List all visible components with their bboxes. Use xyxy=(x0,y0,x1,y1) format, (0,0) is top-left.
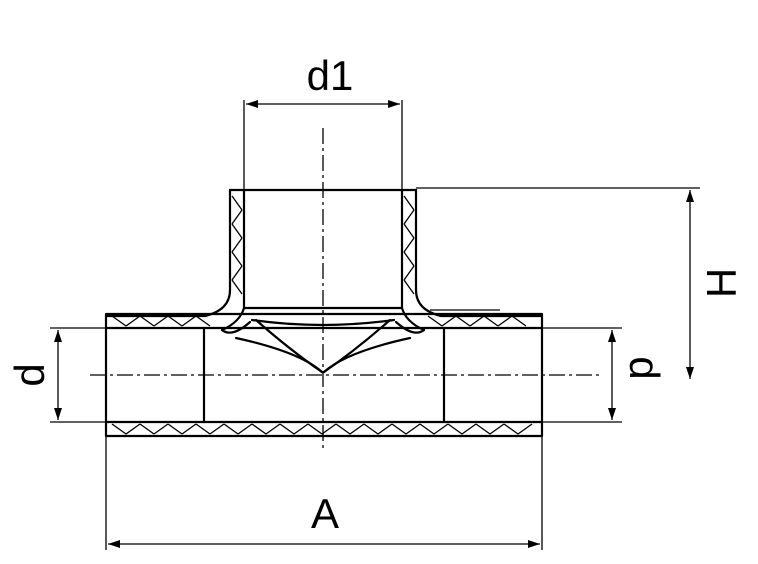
dimension-d-right: d xyxy=(444,327,668,423)
dimension-A: A xyxy=(105,436,543,550)
dimension-d1: d1 xyxy=(243,52,403,190)
saddle-left-outer xyxy=(234,336,324,374)
hatch-top-left xyxy=(111,315,211,327)
center-lines xyxy=(90,128,600,452)
A-label: A xyxy=(311,490,339,537)
branch-pipe xyxy=(104,188,544,332)
fillet-right xyxy=(394,320,426,334)
hatch-bottom xyxy=(111,423,533,435)
H-label: H xyxy=(698,268,745,298)
branch-right-wall xyxy=(414,188,544,318)
saddle-left-inner xyxy=(254,318,324,374)
branch-left-wall xyxy=(104,188,232,318)
hatch-branch-left xyxy=(231,195,243,295)
run-bottom-wall xyxy=(104,420,544,438)
section-hatching xyxy=(111,195,533,435)
hatch-top-right xyxy=(427,315,527,327)
run-top-wall xyxy=(104,312,544,330)
dimension-d-left: d xyxy=(6,327,204,423)
fillet-left xyxy=(220,320,252,334)
saddle-right-inner xyxy=(322,318,392,374)
intersection-curves xyxy=(220,318,426,374)
dimension-H: H xyxy=(416,187,745,379)
d1-label: d1 xyxy=(307,52,354,99)
d-right-label: d xyxy=(621,356,668,379)
saddle-right-outer xyxy=(322,336,412,374)
d-left-label: d xyxy=(6,363,53,386)
hatch-branch-right xyxy=(403,195,415,295)
